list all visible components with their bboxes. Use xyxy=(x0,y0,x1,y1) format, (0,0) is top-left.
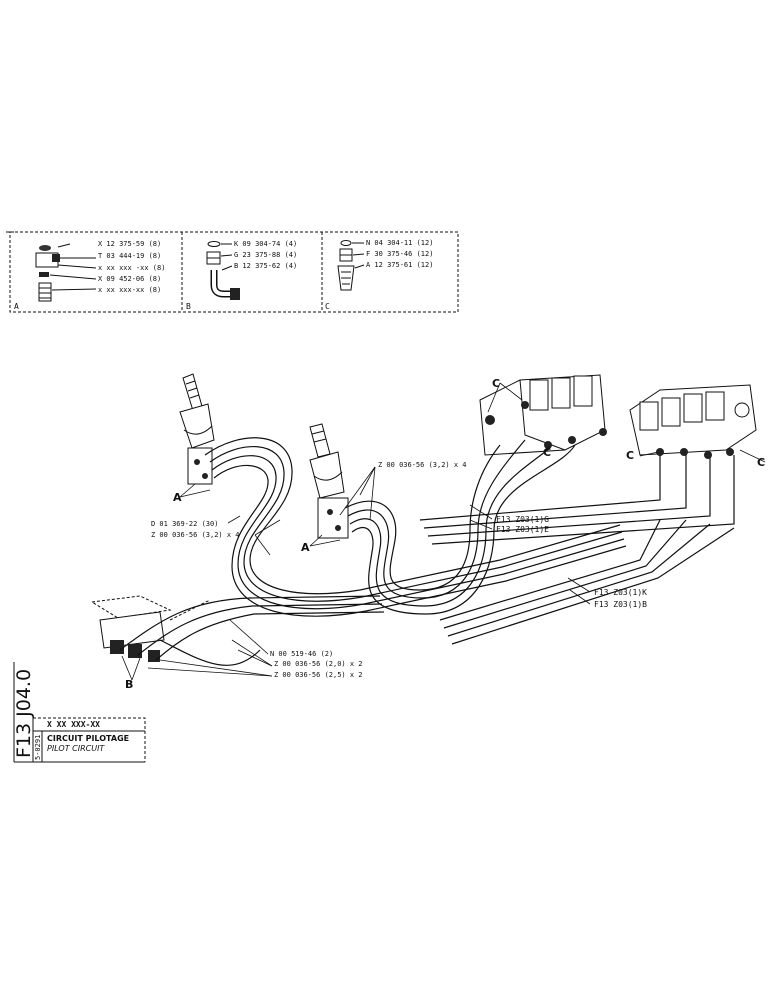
hose-bundle-right xyxy=(344,439,735,615)
kit-a-parts-icon xyxy=(35,243,97,302)
kit-a-part-4: X 09 452-06 (8) xyxy=(98,275,161,283)
title-block xyxy=(13,662,146,763)
kit-a-part-5: x xx xxx-xx (8) xyxy=(98,286,161,294)
center-joystick-icon xyxy=(309,423,349,539)
kit-b-letter: B xyxy=(186,302,191,311)
hose-bundle-long-right xyxy=(439,519,735,645)
valve-block-center-icon xyxy=(479,374,607,456)
sheet-code: F13 J04.0 xyxy=(13,669,35,758)
callout-z4-right: Z 00 036-56 (3,2) x 4 xyxy=(378,461,467,469)
letter-b-pedal: B xyxy=(125,678,133,691)
ref-b: F13 Z03(1)B xyxy=(594,600,647,609)
letter-c-center-low: C xyxy=(543,446,551,459)
part-number: X XX XXX-XX xyxy=(47,720,100,729)
pedal-valve-icon xyxy=(90,595,211,662)
kit-c-part-3: A 12 375-61 (12) xyxy=(366,261,433,269)
callout-z4-left: Z 00 036-56 (3,2) x 4 xyxy=(151,531,240,539)
hose-bundle-pedal xyxy=(119,595,385,666)
kit-b-part-1: K 09 304-74 (4) xyxy=(234,240,297,248)
callout-z25: Z 00 036-56 (2,5) x 2 xyxy=(274,671,363,679)
letter-c-center: C xyxy=(492,377,500,390)
callout-z20: Z 00 036-56 (2,0) x 2 xyxy=(274,660,363,668)
valve-block-right-icon xyxy=(629,384,757,459)
callout-d01: D 01 369-22 (30) xyxy=(151,520,218,528)
kit-a-part-2: T 03 444-19 (8) xyxy=(98,252,161,260)
ref-e: F13 Z03(1)E xyxy=(496,525,549,534)
title-en: PILOT CIRCUIT xyxy=(47,744,105,753)
kit-b-part-3: B 12 375-62 (4) xyxy=(234,262,297,270)
title-fr: CIRCUIT PILOTAGE xyxy=(47,734,129,743)
kit-b-part-2: G 23 375-88 (4) xyxy=(234,251,297,259)
letter-a-center: A xyxy=(301,541,310,554)
kit-c-parts-icon xyxy=(337,240,365,291)
kit-c-part-1: N 04 304-11 (12) xyxy=(366,239,433,247)
revision: 5-0291 xyxy=(34,735,42,760)
kit-table: X 12 375-59 (8) T 03 444-19 (8) x xx xxx… xyxy=(6,231,459,313)
leaders xyxy=(121,382,766,681)
kit-c-part-2: F 30 375-46 (12) xyxy=(366,250,433,258)
letter-c-far-right: C xyxy=(757,456,765,469)
left-joystick-icon xyxy=(179,373,215,485)
hose-bundle-left xyxy=(204,437,627,617)
letter-c-right: C xyxy=(626,449,634,462)
kit-a-part-1: X 12 375-59 (8) xyxy=(98,240,161,248)
letter-a-left: A xyxy=(173,491,182,504)
callout-n00: N 00 519-46 (2) xyxy=(270,650,333,658)
kit-b-parts-icon xyxy=(206,241,240,300)
kit-c-letter: C xyxy=(325,302,330,311)
ref-k: F13 Z03(1)K xyxy=(594,588,647,597)
kit-a-part-3: x xx xxx -xx (8) xyxy=(98,264,165,272)
ref-g: F13 Z03(1)G xyxy=(496,515,549,524)
kit-a-letter: A xyxy=(14,302,19,311)
